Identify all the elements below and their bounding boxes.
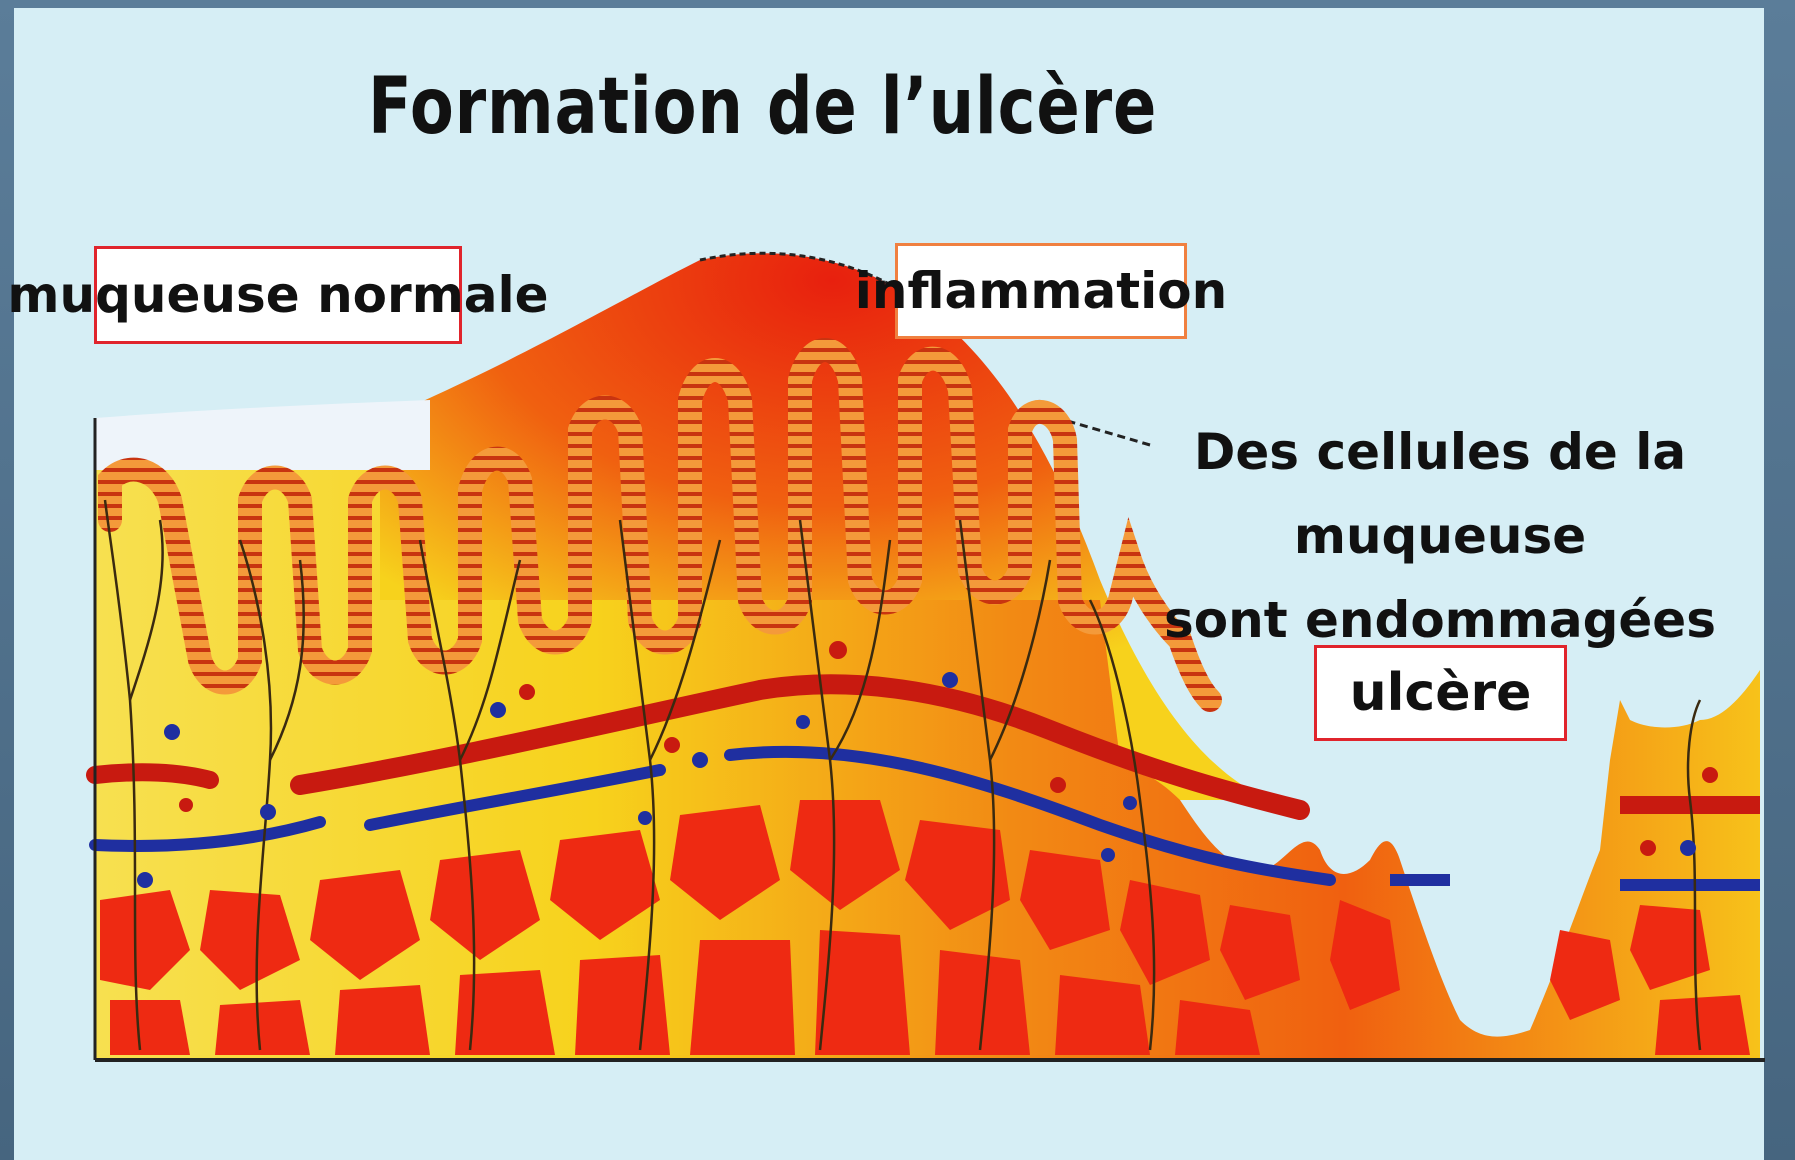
label-normal-mucosa: muqueuse normale: [94, 246, 462, 344]
label-inflammation: inflammation: [895, 243, 1187, 339]
annotation-line-1: Des cellules de la muqueuse: [1150, 410, 1730, 578]
annotation-line-2: sont endommagées: [1150, 578, 1730, 662]
diagram-title: Formation de l’ulcère: [0, 62, 1525, 152]
vessel-band-right: [1390, 880, 1760, 885]
annotation-damaged-cells: Des cellules de la muqueuse sont endomma…: [1150, 410, 1730, 662]
muscularis-band-left: [95, 772, 210, 780]
